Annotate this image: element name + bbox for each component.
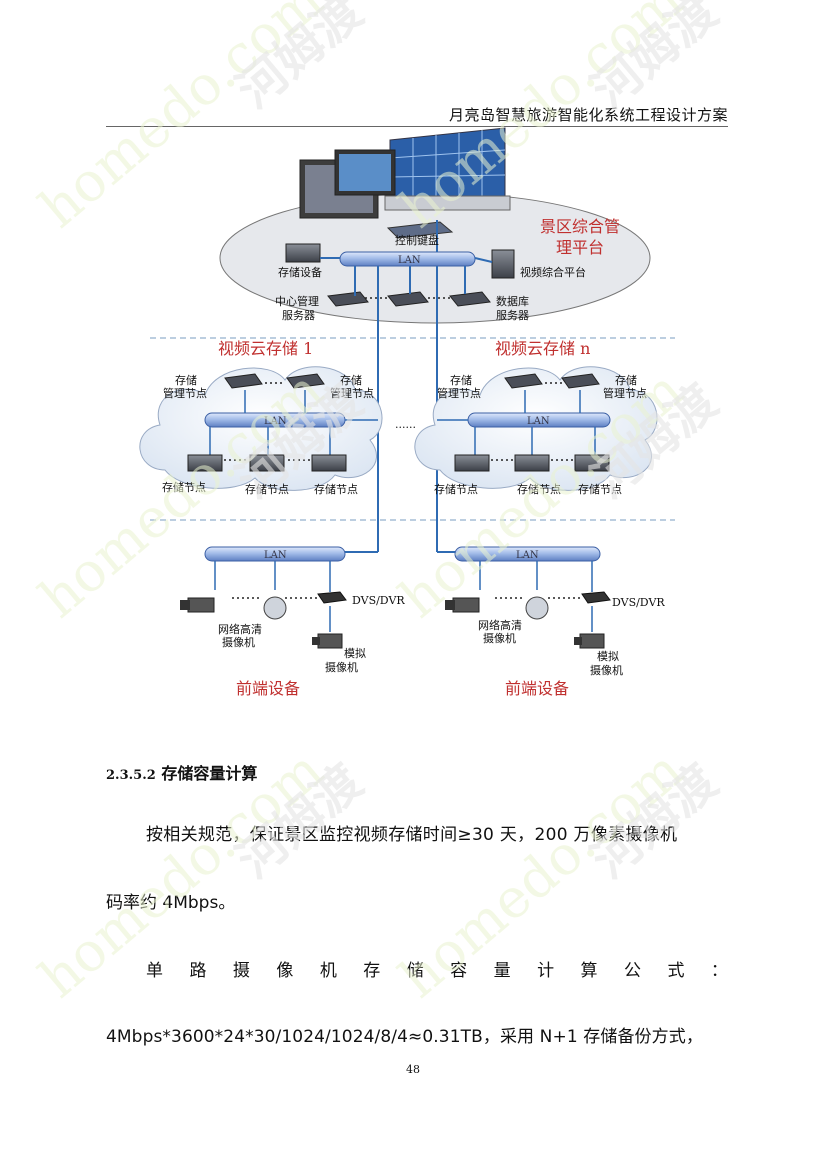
svg-text:摄像机: 摄像机 bbox=[483, 631, 516, 645]
svg-text:存储: 存储 bbox=[340, 373, 362, 387]
ip-camera-box-icon bbox=[445, 597, 480, 613]
front-end-label-n: 前端设备 bbox=[505, 679, 569, 698]
lan-label: LAN bbox=[264, 416, 287, 427]
svg-text:摄像机: 摄像机 bbox=[325, 660, 358, 674]
cloud1-title: 视频云存储 1 bbox=[218, 339, 313, 358]
dvs-label: DVS/DVR bbox=[612, 596, 665, 609]
dvs-icon bbox=[581, 591, 611, 604]
svg-text:模拟: 模拟 bbox=[597, 649, 619, 663]
dvs-label: DVS/DVR bbox=[352, 594, 405, 607]
svg-text:管理节点: 管理节点 bbox=[603, 386, 647, 400]
storage-node-icon bbox=[311, 454, 347, 472]
section-number: 2.3.5.2 bbox=[106, 768, 156, 783]
svg-text:存储: 存储 bbox=[175, 373, 197, 387]
page-number: 48 bbox=[406, 1063, 420, 1076]
paragraph-4: 4Mbps*3600*24*30/1024/1024/8/4≈0.31TB，采用… bbox=[106, 1027, 703, 1047]
center-server-icon bbox=[327, 291, 369, 307]
lan-label: LAN bbox=[527, 416, 550, 427]
svg-text:存储节点: 存储节点 bbox=[314, 482, 358, 496]
storage-mgmt-node-icon bbox=[286, 373, 325, 389]
svg-text:摄像机: 摄像机 bbox=[222, 635, 255, 649]
svg-text:存储: 存储 bbox=[615, 373, 637, 387]
dvs-icon bbox=[317, 591, 347, 604]
svg-text:网络高清: 网络高清 bbox=[478, 618, 522, 632]
video-platform-label: 视频综合平台 bbox=[520, 265, 586, 279]
dome-camera-icon bbox=[525, 596, 549, 620]
center-server-label-1: 中心管理 bbox=[275, 294, 319, 308]
lan-label: LAN bbox=[516, 550, 539, 561]
db-server-label-1: 数据库 bbox=[496, 294, 529, 308]
analog-camera-icon bbox=[312, 633, 343, 649]
storage-mgmt-node-icon bbox=[504, 373, 543, 389]
platform-label-line2: 理平台 bbox=[556, 238, 604, 257]
svg-text:存储节点: 存储节点 bbox=[162, 480, 206, 494]
video-platform-icon bbox=[491, 249, 515, 279]
svg-text:管理节点: 管理节点 bbox=[330, 386, 374, 400]
storage-mgmt-node-icon bbox=[561, 373, 600, 389]
storage-node-icon bbox=[574, 454, 610, 472]
svg-text:管理节点: 管理节点 bbox=[163, 386, 207, 400]
svg-text:存储: 存储 bbox=[450, 373, 472, 387]
network-diagram: LAN LAN LAN LAN LAN 景区综合管 理平台 控制键盘 存储设备 … bbox=[139, 127, 675, 698]
front-end-label-1: 前端设备 bbox=[236, 679, 300, 698]
lan-label: LAN bbox=[398, 255, 421, 266]
svg-text:存储节点: 存储节点 bbox=[578, 482, 622, 496]
header-title: 月亮岛智慧旅游智能化系统工程设计方案 bbox=[448, 106, 728, 124]
svg-text:模拟: 模拟 bbox=[344, 646, 366, 660]
lan-label: LAN bbox=[264, 550, 287, 561]
paragraph-2: 码率约 4Mbps。 bbox=[106, 893, 236, 913]
svg-text:摄像机: 摄像机 bbox=[590, 663, 623, 677]
lan-bus-front-n bbox=[454, 546, 601, 562]
storage-node-icon bbox=[249, 454, 285, 472]
svg-text:存储节点: 存储节点 bbox=[245, 482, 289, 496]
svg-text:存储节点: 存储节点 bbox=[517, 482, 561, 496]
svg-text:管理节点: 管理节点 bbox=[437, 386, 481, 400]
storage-node-icon bbox=[187, 454, 223, 472]
section-heading: 2.3.5.2 存储容量计算 bbox=[106, 760, 257, 784]
svg-text:存储节点: 存储节点 bbox=[434, 482, 478, 496]
storage-mgmt-node-icon bbox=[224, 373, 263, 389]
section-title: 存储容量计算 bbox=[161, 764, 258, 783]
db-server-label-2: 服务器 bbox=[496, 309, 529, 322]
center-server-label-2: 服务器 bbox=[282, 309, 315, 322]
paragraph-1: 按相关规范，保证景区监控视频存储时间≥30 天，200 万像素摄像机 bbox=[146, 825, 678, 845]
keyboard-label: 控制键盘 bbox=[395, 233, 439, 247]
storage-device-label: 存储设备 bbox=[278, 265, 322, 279]
storage-node-icon bbox=[454, 454, 490, 472]
db-server-icon bbox=[449, 291, 491, 307]
platform-label-line1: 景区综合管 bbox=[540, 217, 620, 236]
cloud-ellipsis: ...... bbox=[395, 418, 416, 431]
storage-device-icon bbox=[285, 243, 321, 263]
dome-camera-icon bbox=[263, 596, 287, 620]
paragraph-3: 单路摄像机存储容量计算公式： bbox=[146, 961, 728, 981]
ip-camera-box-icon bbox=[180, 597, 215, 613]
svg-text:网络高清: 网络高清 bbox=[218, 622, 262, 636]
page-header: 月亮岛智慧旅游智能化系统工程设计方案 bbox=[106, 104, 728, 127]
video-wall bbox=[384, 127, 511, 211]
analog-camera-icon bbox=[574, 633, 605, 649]
cloudn-title: 视频云存储 n bbox=[495, 339, 590, 358]
storage-node-icon bbox=[514, 454, 550, 472]
